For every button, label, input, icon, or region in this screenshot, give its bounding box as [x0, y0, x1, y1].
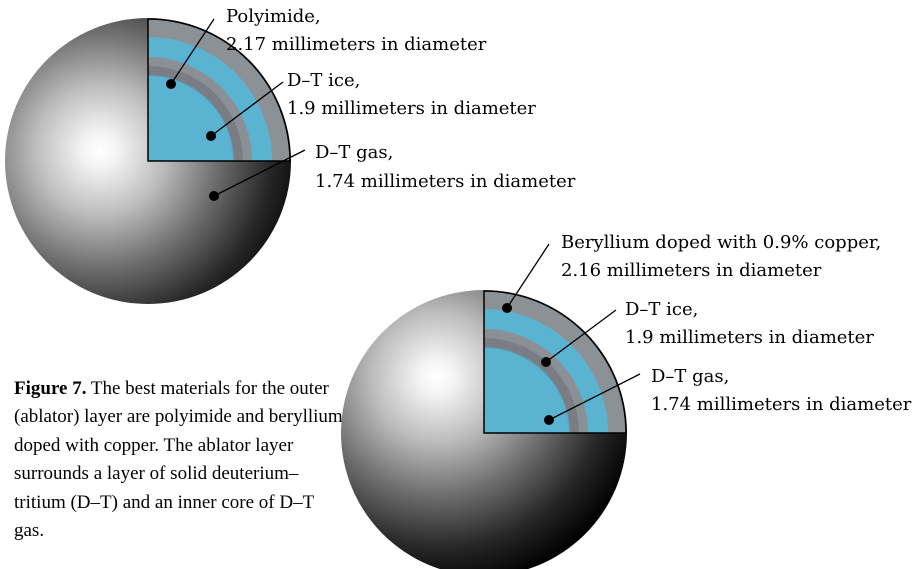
cutaway-quadrant [483, 290, 627, 434]
marker-dot [544, 415, 554, 425]
dt-gas-core [484, 348, 569, 433]
gas-label: D–T gas, [315, 142, 393, 163]
gas-diameter: 1.74 millimeters in diameter [315, 171, 576, 192]
gas-diameter: 1.74 millimeters in diameter [651, 394, 912, 415]
ice-label: D–T ice, [625, 299, 698, 320]
ablator-diameter: 2.16 millimeters in diameter [561, 260, 822, 281]
cutaway-quadrant [147, 18, 291, 162]
marker-dot [502, 303, 512, 313]
marker-dot [206, 131, 216, 141]
leader-line-ablator [506, 243, 550, 309]
ice-diameter: 1.9 millimeters in diameter [625, 327, 874, 348]
ablator-label: Polyimide, [226, 6, 321, 27]
ice-label: D–T ice, [287, 70, 360, 91]
marker-dot [541, 357, 551, 367]
ablator-diameter: 2.17 millimeters in diameter [226, 34, 487, 55]
ice-diameter: 1.9 millimeters in diameter [287, 98, 536, 119]
beryllium-capsule: Beryllium doped with 0.9% copper, 2.16 m… [341, 232, 912, 569]
leader-line-gas [548, 373, 641, 421]
leader-line-ice [210, 81, 284, 137]
leader-line-gas [213, 149, 306, 197]
ablator-label: Beryllium doped with 0.9% copper, [561, 232, 881, 253]
caption-text: The best materials for the outer (ablato… [14, 378, 343, 542]
leader-line-ice [545, 309, 617, 363]
figure-caption: Figure 7. The best materials for the out… [14, 375, 344, 545]
marker-dot [166, 79, 176, 89]
gas-label: D–T gas, [651, 366, 729, 387]
polyimide-capsule: Polyimide, 2.17 millimeters in diameter … [5, 6, 576, 304]
figure-label: Figure 7. [14, 378, 87, 399]
marker-dot [209, 191, 219, 201]
leader-line-ablator [170, 18, 215, 85]
